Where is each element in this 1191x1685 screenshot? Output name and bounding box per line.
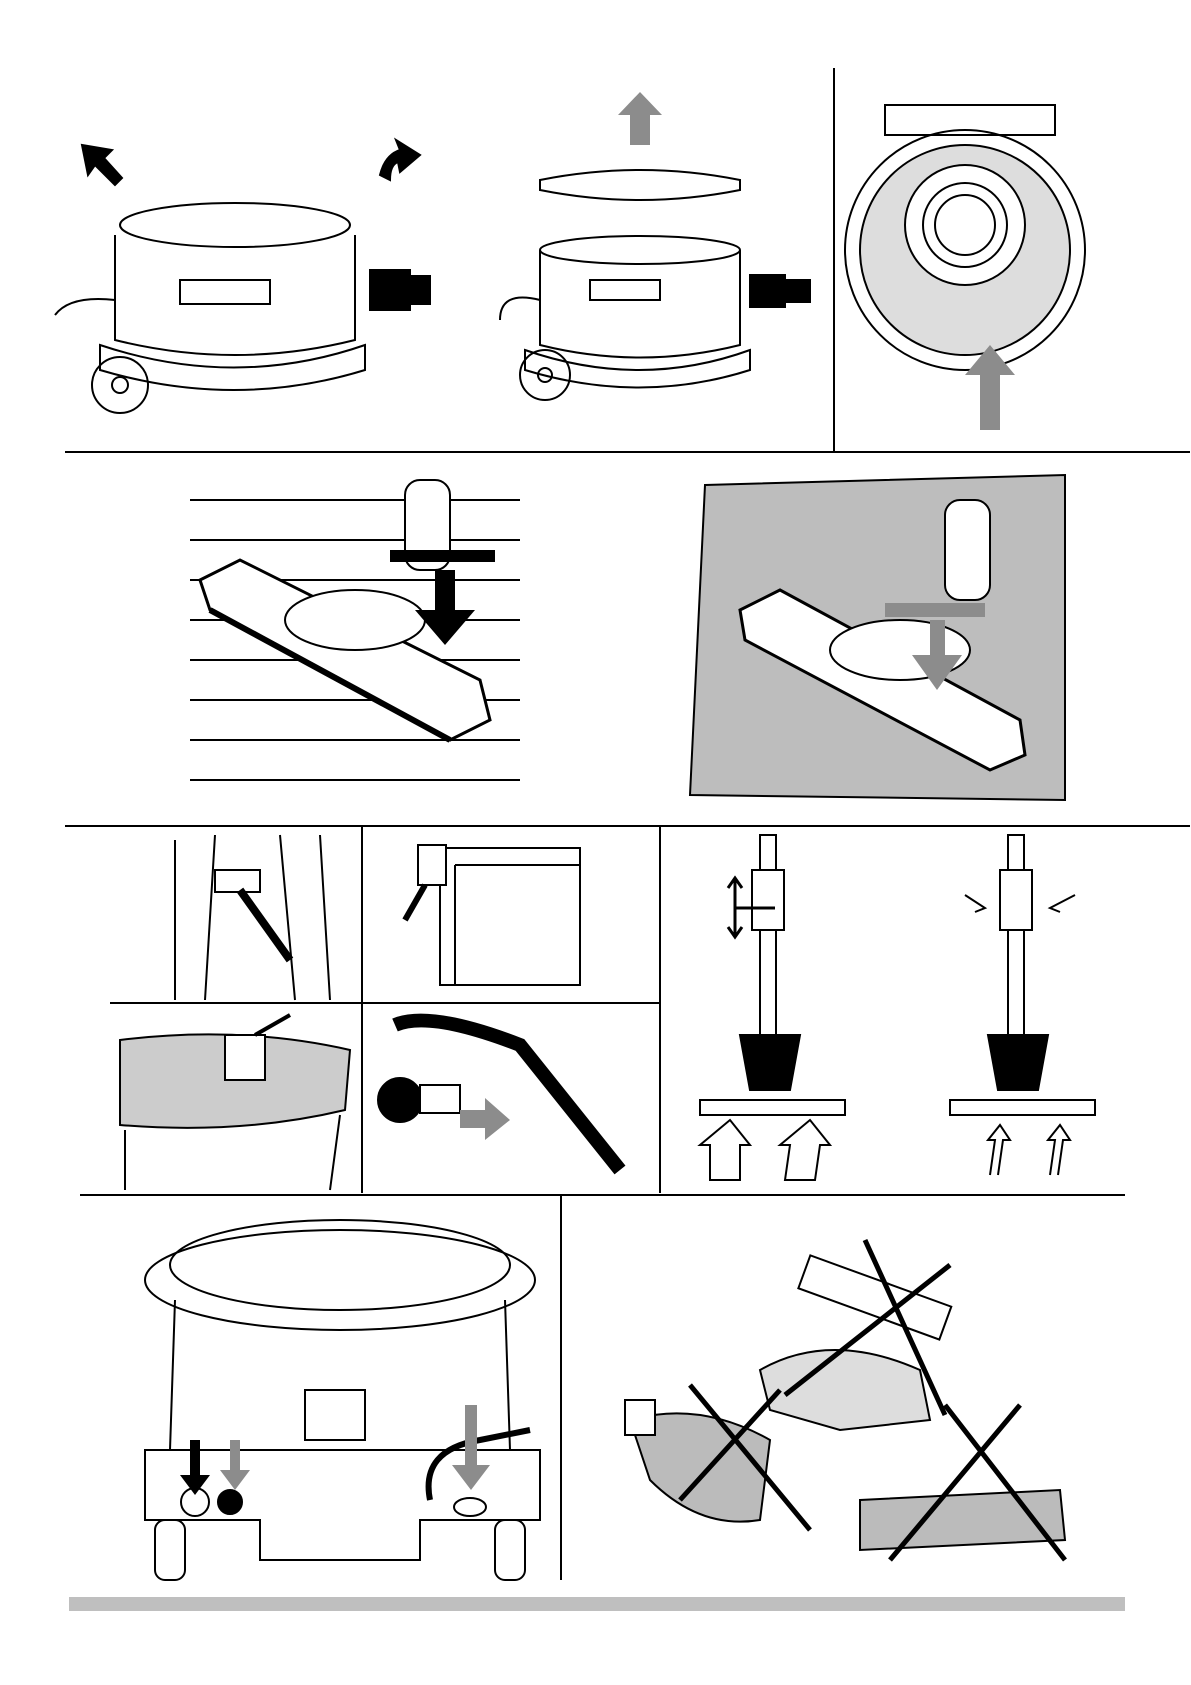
arrow-updown-icon [726,875,775,940]
panel-telescopic-tube-adjust [697,834,846,1181]
panel-power-switch-cord [144,1219,541,1581]
arrow-up-right-icon [378,137,422,182]
lid-icon [539,169,741,201]
arrow-down-icon [912,620,962,690]
brush-icon [377,1077,461,1123]
mode-indicator [885,603,985,617]
tube-icon [699,834,846,1116]
prohibited-icon [758,1238,953,1432]
arrow-down-icon [415,570,475,645]
panel-attach-brush [377,1013,626,1175]
panel-remove-lid [499,92,811,401]
panel-curtain-brush [174,834,331,1001]
panel-unlatch-lid [54,137,431,414]
arrow-right-icon [460,1098,510,1140]
arrow-down-icon [180,1440,210,1495]
arrow-down-icon [220,1440,250,1490]
arrow-up-left-icon [80,143,124,187]
vacuum-canister-icon [499,235,811,401]
prohibited-icon [624,1383,812,1532]
panel-telescopic-tube-lock [949,834,1096,1176]
brush-icon [402,844,447,922]
panel-do-not-vacuum [624,1238,1067,1562]
panel-hard-floor-setting [190,479,520,781]
arrow-in-icon [964,894,1076,1176]
floor-nozzle-icon [198,479,492,743]
panel-frame-brush [402,844,581,986]
mode-indicator [390,550,495,562]
tube-icon [949,834,1096,1116]
brush-icon [214,869,294,963]
brush-icon [224,1013,291,1081]
prohibited-icon [859,1403,1067,1562]
panel-table-brush [119,1013,352,1191]
panel-insert-bag [844,104,1086,430]
arrow-in-icon [697,1118,833,1181]
panel-carpet-setting [688,473,1066,802]
vacuum-front-icon [144,1219,541,1581]
footer-bar [69,1597,1125,1611]
arrow-down-icon [452,1405,490,1490]
vacuum-canister-icon [54,202,431,414]
panel-dividers [65,68,1190,1580]
dust-bag-icon [844,104,1086,371]
arrow-up-icon [965,345,1015,430]
arrow-up-icon [618,92,662,145]
